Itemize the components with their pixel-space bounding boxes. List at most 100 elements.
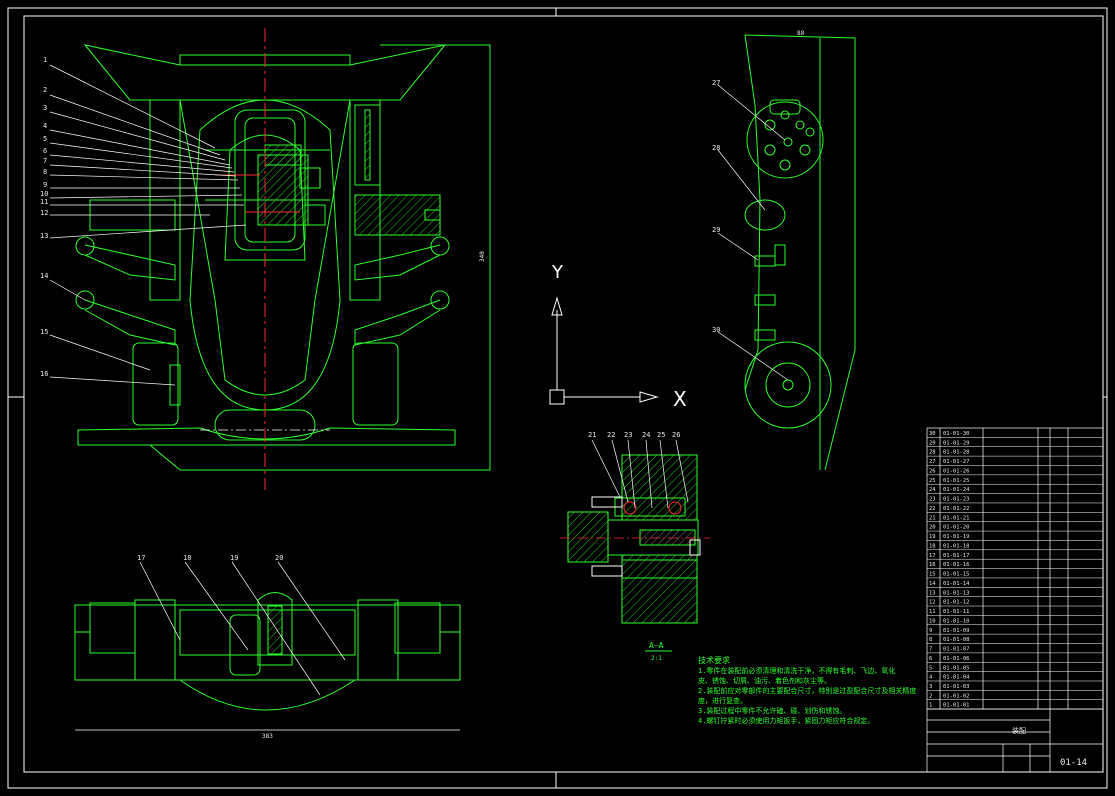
bom-cell-code: 01-01-29 — [943, 440, 970, 446]
callout-6: 6 — [43, 147, 47, 155]
title-block-text: 装配 — [1012, 726, 1026, 735]
callout-25: 25 — [657, 431, 665, 439]
bom-cell-no: 29 — [929, 440, 936, 446]
callout-10: 10 — [40, 190, 48, 198]
callout-29: 29 — [712, 226, 720, 234]
svg-text:1: 1 — [43, 56, 47, 64]
svg-text:6: 6 — [43, 147, 47, 155]
bottom-view — [74, 592, 461, 731]
callout-30: 30 — [712, 326, 720, 334]
bom-cell-code: 01-01-07 — [943, 647, 970, 653]
bom-cell-code: 01-01-05 — [943, 665, 970, 671]
callout-5: 5 — [43, 135, 47, 143]
bom-cell-code: 01-01-30 — [943, 431, 970, 437]
svg-text:19: 19 — [230, 554, 238, 562]
side-leaders — [717, 84, 789, 381]
svg-text:16: 16 — [40, 370, 48, 378]
bom-cell-no: 25 — [929, 478, 936, 484]
front-callouts: 1 2 3 4 5 6 7 8 9 10 11 12 13 14 15 16 — [40, 56, 48, 378]
bom-cell-no: 22 — [929, 506, 936, 512]
bom-cell-no: 30 — [929, 431, 936, 437]
svg-text:14: 14 — [40, 272, 48, 280]
svg-text:2: 2 — [43, 86, 47, 94]
svg-text:27: 27 — [712, 79, 720, 87]
bom-cell-no: 20 — [929, 525, 936, 531]
bom-cell-no: 8 — [929, 637, 932, 643]
bom-cell-no: 5 — [929, 665, 932, 671]
section-label: A—A — [649, 641, 664, 650]
svg-text:7: 7 — [43, 157, 47, 165]
bom-cell-code: 01-01-13 — [943, 590, 970, 596]
callout-3: 3 — [43, 104, 47, 112]
drawing-frame — [7, 7, 1108, 789]
bom-cell-code: 01-01-28 — [943, 450, 970, 456]
front-leaders — [49, 64, 247, 386]
callout-17: 17 — [137, 554, 145, 562]
bom-cell-no: 26 — [929, 468, 936, 474]
section-view — [567, 454, 701, 624]
bom-cell-no: 19 — [929, 534, 936, 540]
bom-cell-no: 13 — [929, 590, 936, 596]
svg-text:20: 20 — [275, 554, 283, 562]
technical-requirements-heading: 技术要求 — [698, 656, 730, 665]
bom-cell-code: 01-01-24 — [943, 487, 970, 493]
bom-cell-no: 16 — [929, 562, 936, 568]
section-scale: 2:1 — [651, 655, 662, 662]
svg-text:3: 3 — [43, 104, 47, 112]
callout-8: 8 — [43, 168, 47, 176]
callout-28: 28 — [712, 144, 720, 152]
bom-cell-code: 01-01-20 — [943, 525, 970, 531]
svg-text:11: 11 — [40, 198, 48, 206]
svg-text:12: 12 — [40, 209, 48, 217]
callout-4: 4 — [43, 122, 47, 130]
bom-cell-no: 10 — [929, 618, 936, 624]
svg-text:5: 5 — [43, 135, 47, 143]
bom-cell-no: 15 — [929, 572, 936, 578]
bom-cell-code: 01-01-25 — [943, 478, 970, 484]
callout-15: 15 — [40, 328, 48, 336]
requirement-line: 4.螺钉拧紧时必须使用力矩扳手，紧固力矩应符合规定。 — [698, 717, 875, 725]
ucs-y-label: Y — [551, 262, 564, 283]
svg-text:23: 23 — [624, 431, 632, 439]
callout-2: 2 — [43, 86, 47, 94]
bom-cell-no: 9 — [929, 628, 932, 634]
callout-1: 1 — [43, 56, 47, 64]
callout-24: 24 — [642, 431, 650, 439]
svg-text:30: 30 — [712, 326, 720, 334]
front-height-dimension: 340 — [479, 251, 486, 262]
ucs-axes-icon — [549, 296, 659, 405]
side-width-dimension: 88 — [797, 30, 805, 37]
bom-cell-code: 01-01-02 — [943, 693, 970, 699]
bom-cell-no: 14 — [929, 581, 936, 587]
bom-cell-no: 6 — [929, 656, 932, 662]
bom-cell-code: 01-01-16 — [943, 562, 970, 568]
bom-cell-no: 28 — [929, 450, 936, 456]
svg-text:25: 25 — [657, 431, 665, 439]
technical-requirements: 技术要求 1.零件在装配前必须清理和清洗干净，不得有毛刺、飞边、氧化 皮、锈蚀、… — [698, 656, 916, 726]
bom-cell-code: 01-01-23 — [943, 497, 970, 503]
svg-text:13: 13 — [40, 232, 48, 240]
bom-cell-no: 18 — [929, 543, 936, 549]
svg-text:8: 8 — [43, 168, 47, 176]
bom-cell-code: 01-01-21 — [943, 515, 970, 521]
bom-cell-no: 17 — [929, 553, 936, 559]
bottom-callouts: 17 18 19 20 — [137, 554, 283, 562]
callout-19: 19 — [230, 554, 238, 562]
bom-cell-code: 01-01-01 — [943, 703, 970, 709]
bom-cell-code: 01-01-14 — [943, 581, 970, 587]
bom-cell-no: 27 — [929, 459, 936, 465]
side-callouts: 27 28 29 30 — [712, 79, 720, 334]
bom-cell-code: 01-01-17 — [943, 553, 970, 559]
front-view — [75, 44, 491, 471]
callout-23: 23 — [624, 431, 632, 439]
callout-20: 20 — [275, 554, 283, 562]
callout-7: 7 — [43, 157, 47, 165]
bom-cell-code: 01-01-03 — [943, 684, 970, 690]
bom-cell-no: 11 — [929, 609, 936, 615]
side-view — [744, 34, 856, 471]
callout-27: 27 — [712, 79, 720, 87]
svg-text:24: 24 — [642, 431, 650, 439]
section-leaders — [591, 439, 689, 509]
drawing-number: 01-14 — [1060, 758, 1087, 768]
bottom-width-dimension: 383 — [262, 733, 273, 740]
